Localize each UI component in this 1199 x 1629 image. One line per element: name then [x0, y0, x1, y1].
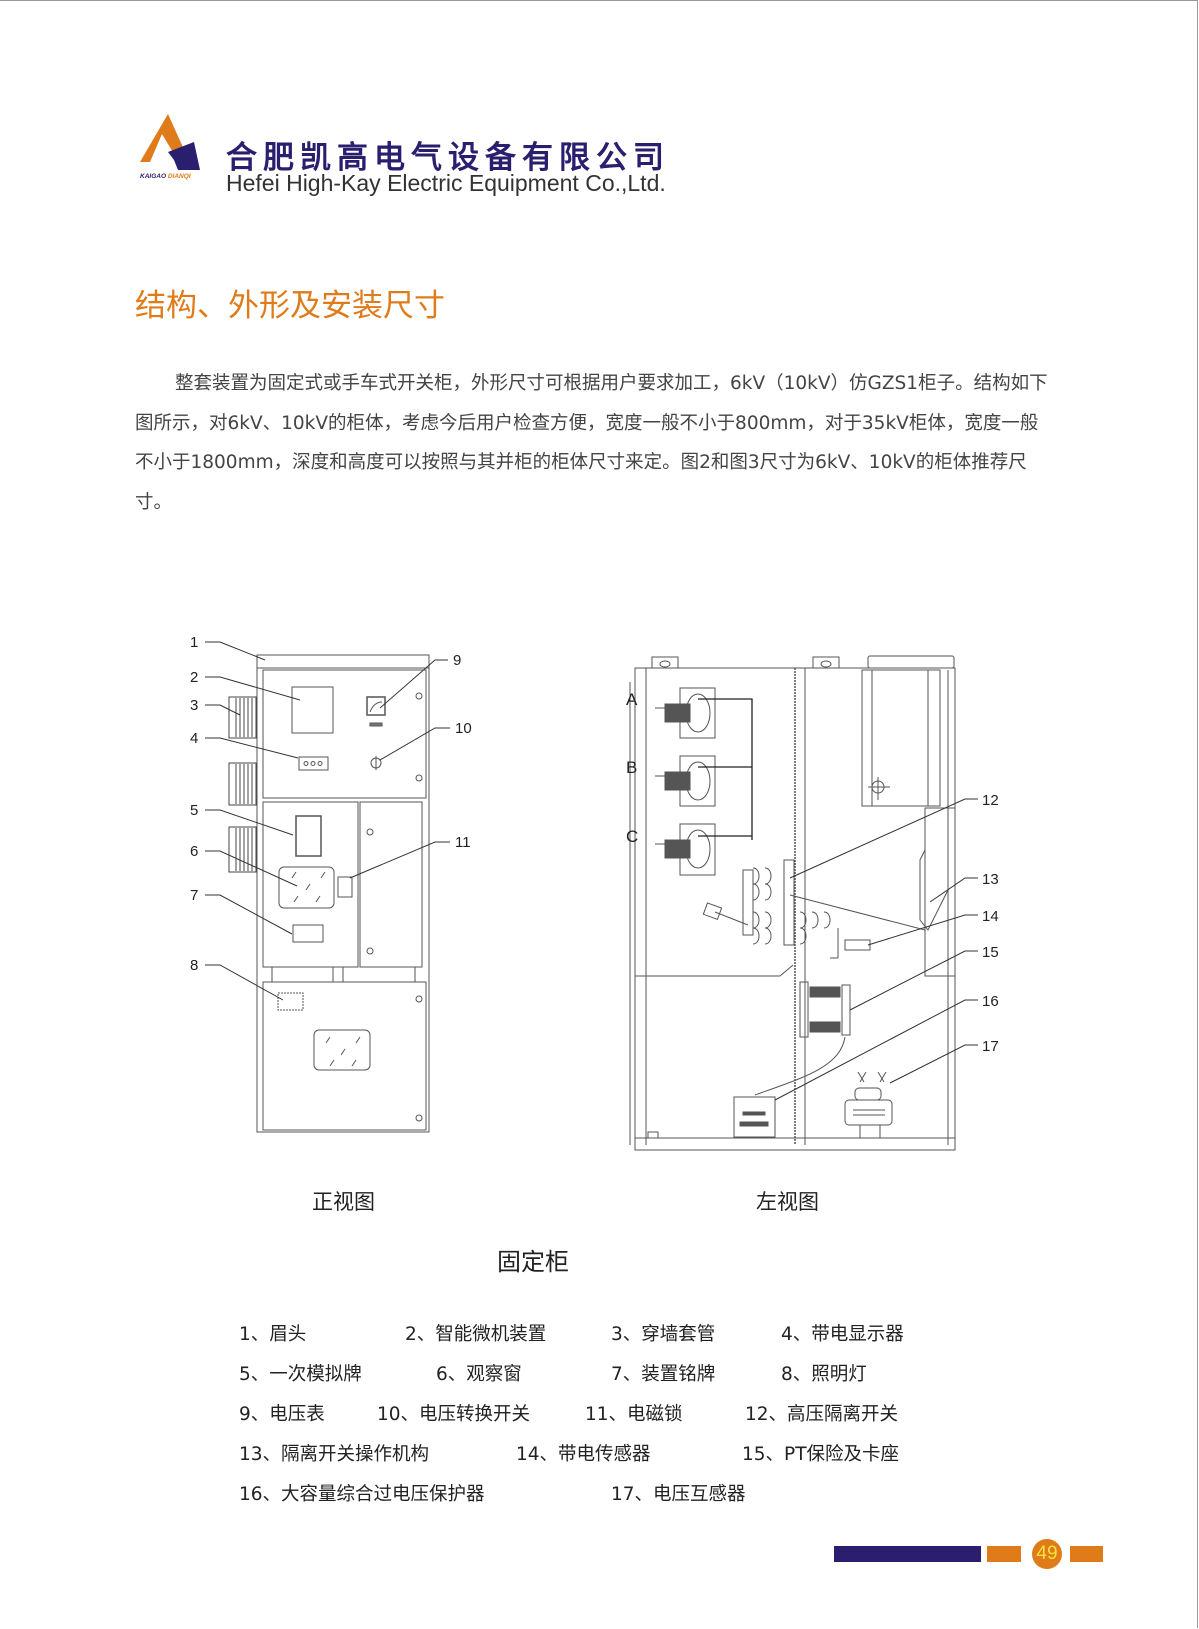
- phase-label-b: B: [626, 758, 637, 777]
- isolation-switch: [702, 859, 926, 946]
- legend-item: 6、观察窗: [436, 1364, 522, 1385]
- callout-16: 16: [982, 993, 999, 1010]
- legend-item: 10、电压转换开关: [377, 1404, 531, 1425]
- callout-1: 1: [190, 634, 198, 651]
- legend-item: 12、高压隔离开关: [745, 1404, 899, 1425]
- callout-6: 6: [190, 843, 198, 860]
- legend-item: 5、一次模拟牌: [239, 1364, 362, 1385]
- phase-label-c: C: [626, 827, 638, 846]
- live-sensor: [844, 939, 871, 951]
- electromagnetic-lock: [337, 876, 353, 898]
- section-title: 结构、外形及安装尺寸: [135, 288, 445, 324]
- callout-13: 13: [982, 871, 999, 888]
- voltmeter: [366, 696, 386, 716]
- wall-bushings: [228, 696, 257, 873]
- callout-11: 11: [455, 834, 471, 851]
- legend-item: 17、电压互感器: [611, 1484, 746, 1505]
- callout-12: 12: [982, 792, 999, 809]
- svg-text:KAIGAO DIANQI: KAIGAO DIANQI: [140, 173, 191, 180]
- legend-item: 9、电压表: [239, 1404, 325, 1425]
- legend-item: 16、大容量综合过电压保护器: [239, 1484, 485, 1505]
- callout-14: 14: [982, 908, 999, 925]
- legend-item: 15、PT保险及卡座: [742, 1444, 899, 1465]
- company-logo: KAIGAO DIANQI: [140, 114, 200, 180]
- front-view-caption: 正视图: [312, 1190, 375, 1214]
- callout-5: 5: [190, 802, 198, 819]
- callout-10: 10: [455, 720, 472, 737]
- legend-item: 4、带电显示器: [781, 1324, 904, 1345]
- side-view-caption: 左视图: [756, 1190, 819, 1214]
- live-indicator: [298, 756, 329, 771]
- legend-item: 1、眉头: [239, 1324, 307, 1345]
- intro-paragraph: 整套装置为固定式或手车式开关柜，外形尺寸可根据用户要求加工，6kV（10kV）仿…: [135, 373, 1048, 513]
- callout-8: 8: [190, 957, 198, 974]
- callout-9: 9: [453, 652, 461, 669]
- company-name-cn: 合肥凯高电气设备有限公司: [226, 140, 670, 176]
- footer-bar-navy: [834, 1546, 981, 1562]
- legend-item: 13、隔离开关操作机构: [239, 1444, 430, 1465]
- legend-item: 11、电磁锁: [585, 1404, 683, 1425]
- voltage-transformer: [844, 1071, 893, 1139]
- callout-2: 2: [190, 669, 198, 686]
- phase-label-a: A: [626, 690, 638, 709]
- company-name-en: Hefei High-Kay Electric Equipment Co.,Lt…: [226, 170, 666, 196]
- callout-15: 15: [982, 944, 999, 961]
- footer-bar-orange-right: [1070, 1546, 1103, 1562]
- callout-4: 4: [190, 730, 198, 747]
- legend-item: 3、穿墙套管: [611, 1324, 716, 1345]
- front-view-diagram: 1 2 3 4 5 6 7 8 9 10 11: [190, 634, 472, 1133]
- legend-item: 8、照明灯: [781, 1364, 867, 1385]
- nameplate: [292, 924, 324, 943]
- figure-caption: 固定柜: [497, 1248, 569, 1276]
- lighting-lamp: [277, 992, 304, 1011]
- footer-bar-orange: [987, 1546, 1021, 1562]
- microcomputer-device: [291, 686, 334, 734]
- phase-bushings: [655, 687, 716, 876]
- pt-fuse: [799, 981, 851, 1038]
- callout-17: 17: [982, 1038, 999, 1055]
- callout-3: 3: [190, 697, 198, 714]
- callout-7: 7: [190, 887, 198, 904]
- overvoltage-protector: [733, 1096, 776, 1138]
- side-view-diagram: A B C 12 13 14 15 16 17: [626, 655, 999, 1151]
- legend-item: 14、带电传感器: [516, 1444, 651, 1465]
- page-number: 49: [1032, 1539, 1062, 1569]
- mimic-board: [295, 815, 322, 857]
- legend-item: 7、装置铭牌: [611, 1364, 716, 1385]
- legend-item: 2、智能微机装置: [405, 1324, 547, 1345]
- observation-window: [278, 866, 335, 909]
